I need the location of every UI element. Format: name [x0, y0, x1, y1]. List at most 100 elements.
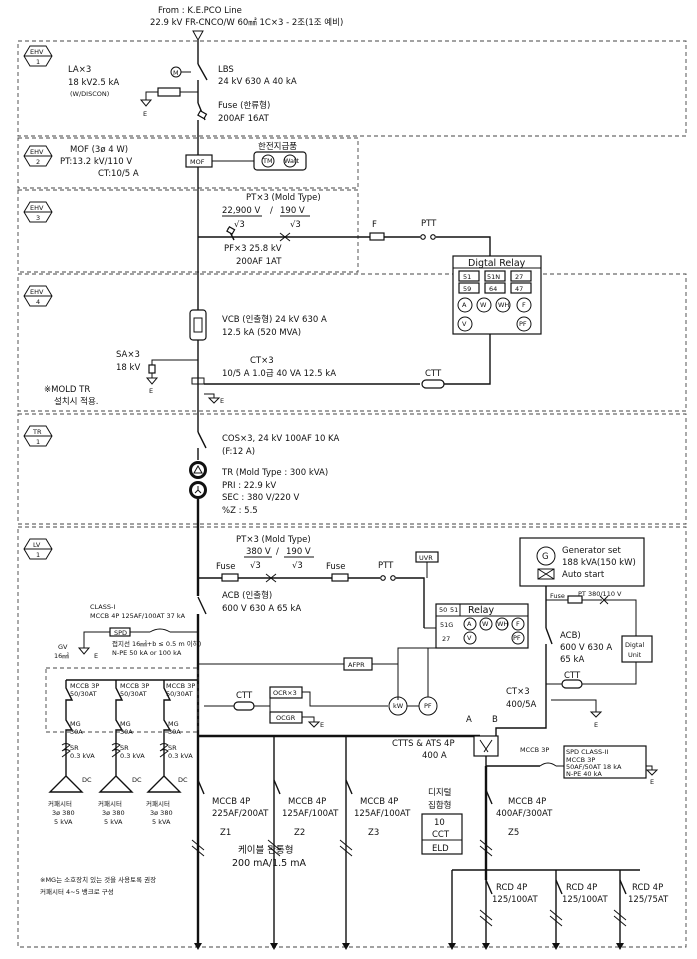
svg-text:PF: PF — [513, 634, 521, 642]
svg-text:30A: 30A — [120, 728, 133, 736]
outgoing-arrows — [194, 943, 624, 950]
svg-text:MG: MG — [168, 720, 179, 728]
svg-text:Auto start: Auto start — [562, 570, 605, 580]
feeder-3[interactable]: MCCB 4P 125AF/100AT Z3 — [339, 779, 411, 857]
svg-text:125AF/100AT: 125AF/100AT — [282, 809, 339, 819]
source-cable-label: 22.9 kV FR-CNCO/W 60㎟ 1C×3 - 2조(1조 예비) — [150, 17, 343, 28]
tr-sec: SEC : 380 V/220 V — [222, 493, 299, 503]
svg-text:OCGR: OCGR — [276, 714, 296, 722]
svg-text:600 V 630 A: 600 V 630 A — [560, 643, 612, 653]
svg-text:22,900 V: 22,900 V — [222, 206, 260, 216]
svg-text:5 kVA: 5 kVA — [54, 818, 73, 826]
lv-fuse1-icon — [221, 573, 239, 582]
svg-text:27: 27 — [442, 635, 450, 643]
ehv3-frame — [17, 189, 359, 273]
gen-ctt-icon — [561, 679, 583, 689]
svg-text:MCCB 3P: MCCB 3P — [566, 756, 595, 764]
svg-text:F: F — [516, 620, 520, 628]
la-arrester-icon — [157, 87, 181, 97]
svg-text:3: 3 — [36, 214, 40, 222]
svg-text:ACB): ACB) — [560, 631, 581, 641]
digital-label-1: 디지털 — [428, 787, 452, 798]
svg-text:MCCB 4P: MCCB 4P — [360, 797, 398, 807]
lv-acb-spec: 600 V 630 A 65 kA — [222, 604, 301, 614]
pt-symbol-icon — [279, 232, 291, 242]
svg-text:65 kA: 65 kA — [560, 655, 584, 665]
pt-label: PT×3 (Mold Type) — [246, 193, 321, 203]
svg-text:125AF/100AT: 125AF/100AT — [354, 809, 411, 819]
svg-text:190 V: 190 V — [280, 206, 305, 216]
svg-text:EHV: EHV — [30, 288, 44, 296]
svg-text:51: 51 — [463, 273, 471, 281]
svg-text:125/100AT: 125/100AT — [492, 895, 538, 905]
svg-text:ELD: ELD — [432, 844, 449, 854]
la-label: LA×3 — [68, 65, 91, 75]
ptt-label: PTT — [421, 219, 437, 229]
feeder-5[interactable]: MCCB 4P 400AF/300AT Z5 — [479, 789, 553, 857]
svg-text:400AF/300AT: 400AF/300AT — [496, 809, 553, 819]
svg-text:GV: GV — [58, 643, 68, 651]
spd1-class: CLASS-I — [90, 603, 115, 611]
svg-text:0.3 kVA: 0.3 kVA — [120, 752, 145, 760]
svg-text:0.3 kVA: 0.3 kVA — [168, 752, 193, 760]
meter-box — [253, 151, 307, 171]
svg-text:51: 51 — [450, 606, 458, 614]
mof-ct: CT:10/5 A — [98, 169, 139, 179]
svg-text:3ø 380: 3ø 380 — [102, 809, 125, 817]
svg-text:AFPR: AFPR — [348, 661, 365, 669]
svg-text:SPD: SPD — [114, 629, 127, 637]
svg-text:30A: 30A — [168, 728, 181, 736]
svg-text:3ø 380: 3ø 380 — [52, 809, 75, 817]
svg-text:10: 10 — [434, 818, 445, 828]
svg-text:EHV: EHV — [30, 204, 44, 212]
svg-text:3ø 380: 3ø 380 — [150, 809, 173, 817]
svg-text:커패시터: 커패시터 — [146, 799, 170, 808]
svg-text:A: A — [462, 301, 467, 309]
feeder-2[interactable]: MCCB 4P 125AF/100AT Z2 — [267, 779, 339, 857]
svg-text:MCCB 3P: MCCB 3P — [120, 682, 149, 690]
svg-text:커패시터: 커패시터 — [98, 799, 122, 808]
svg-text:MCCB 4P: MCCB 4P — [288, 797, 326, 807]
svg-text:59: 59 — [463, 285, 471, 293]
svg-text:50: 50 — [439, 606, 447, 614]
tr-pri: PRI : 22.9 kV — [222, 481, 276, 491]
kepco-label: 한전지급품 — [258, 141, 297, 152]
tr-frame — [17, 413, 687, 525]
rcd-3[interactable]: RCD 4P 125/75AT — [613, 879, 669, 927]
mof-pt: PT:13.2 kV/110 V — [60, 157, 132, 167]
sa-spec: 18 kV — [116, 363, 140, 373]
svg-text:0.3 kVA: 0.3 kVA — [70, 752, 95, 760]
svg-text:50AF/50AT 18 kA: 50AF/50AT 18 kA — [566, 763, 622, 771]
svg-text:125/75AT: 125/75AT — [628, 895, 669, 905]
svg-text:5 kVA: 5 kVA — [104, 818, 123, 826]
gen-acb-icon — [545, 627, 553, 645]
svg-text:1: 1 — [36, 551, 40, 559]
rcd-2[interactable]: RCD 4P 125/100AT — [549, 879, 608, 927]
svg-text:EHV: EHV — [30, 148, 44, 156]
rcd-1[interactable]: RCD 4P 125/100AT — [479, 879, 538, 927]
svg-text:Z2: Z2 — [294, 828, 305, 838]
svg-text:DC: DC — [132, 776, 142, 784]
svg-text:Watt: Watt — [284, 157, 300, 165]
tr-z: %Z : 5.5 — [222, 506, 258, 516]
cos-label: COS×3, 24 kV 100AF 10 KA — [222, 434, 339, 444]
feeder-1[interactable]: MCCB 4P 225AF/200AT Z1 — [191, 779, 269, 857]
svg-text:Z1: Z1 — [220, 828, 231, 838]
svg-text:Fuse: Fuse — [550, 592, 565, 600]
mold-note-2: 설치시 적용. — [54, 396, 99, 407]
svg-text:RCD 4P: RCD 4P — [566, 883, 597, 893]
svg-text:27: 27 — [515, 273, 523, 281]
svg-text:M: M — [173, 69, 179, 77]
ats-mccb-icon — [539, 762, 557, 767]
svg-text:50/30AT: 50/30AT — [120, 690, 147, 698]
svg-text:MG: MG — [120, 720, 131, 728]
svg-text:OCR×3: OCR×3 — [273, 689, 297, 697]
svg-text:√3: √3 — [292, 561, 303, 571]
ats-switch-icon[interactable] — [473, 735, 499, 757]
ehv4-frame — [17, 273, 687, 412]
svg-text:커패시터: 커패시터 — [48, 799, 72, 808]
vcb-spec: 12.5 kA (520 MVA) — [222, 328, 301, 338]
ehv3-tag: EHV 3 — [23, 201, 53, 223]
